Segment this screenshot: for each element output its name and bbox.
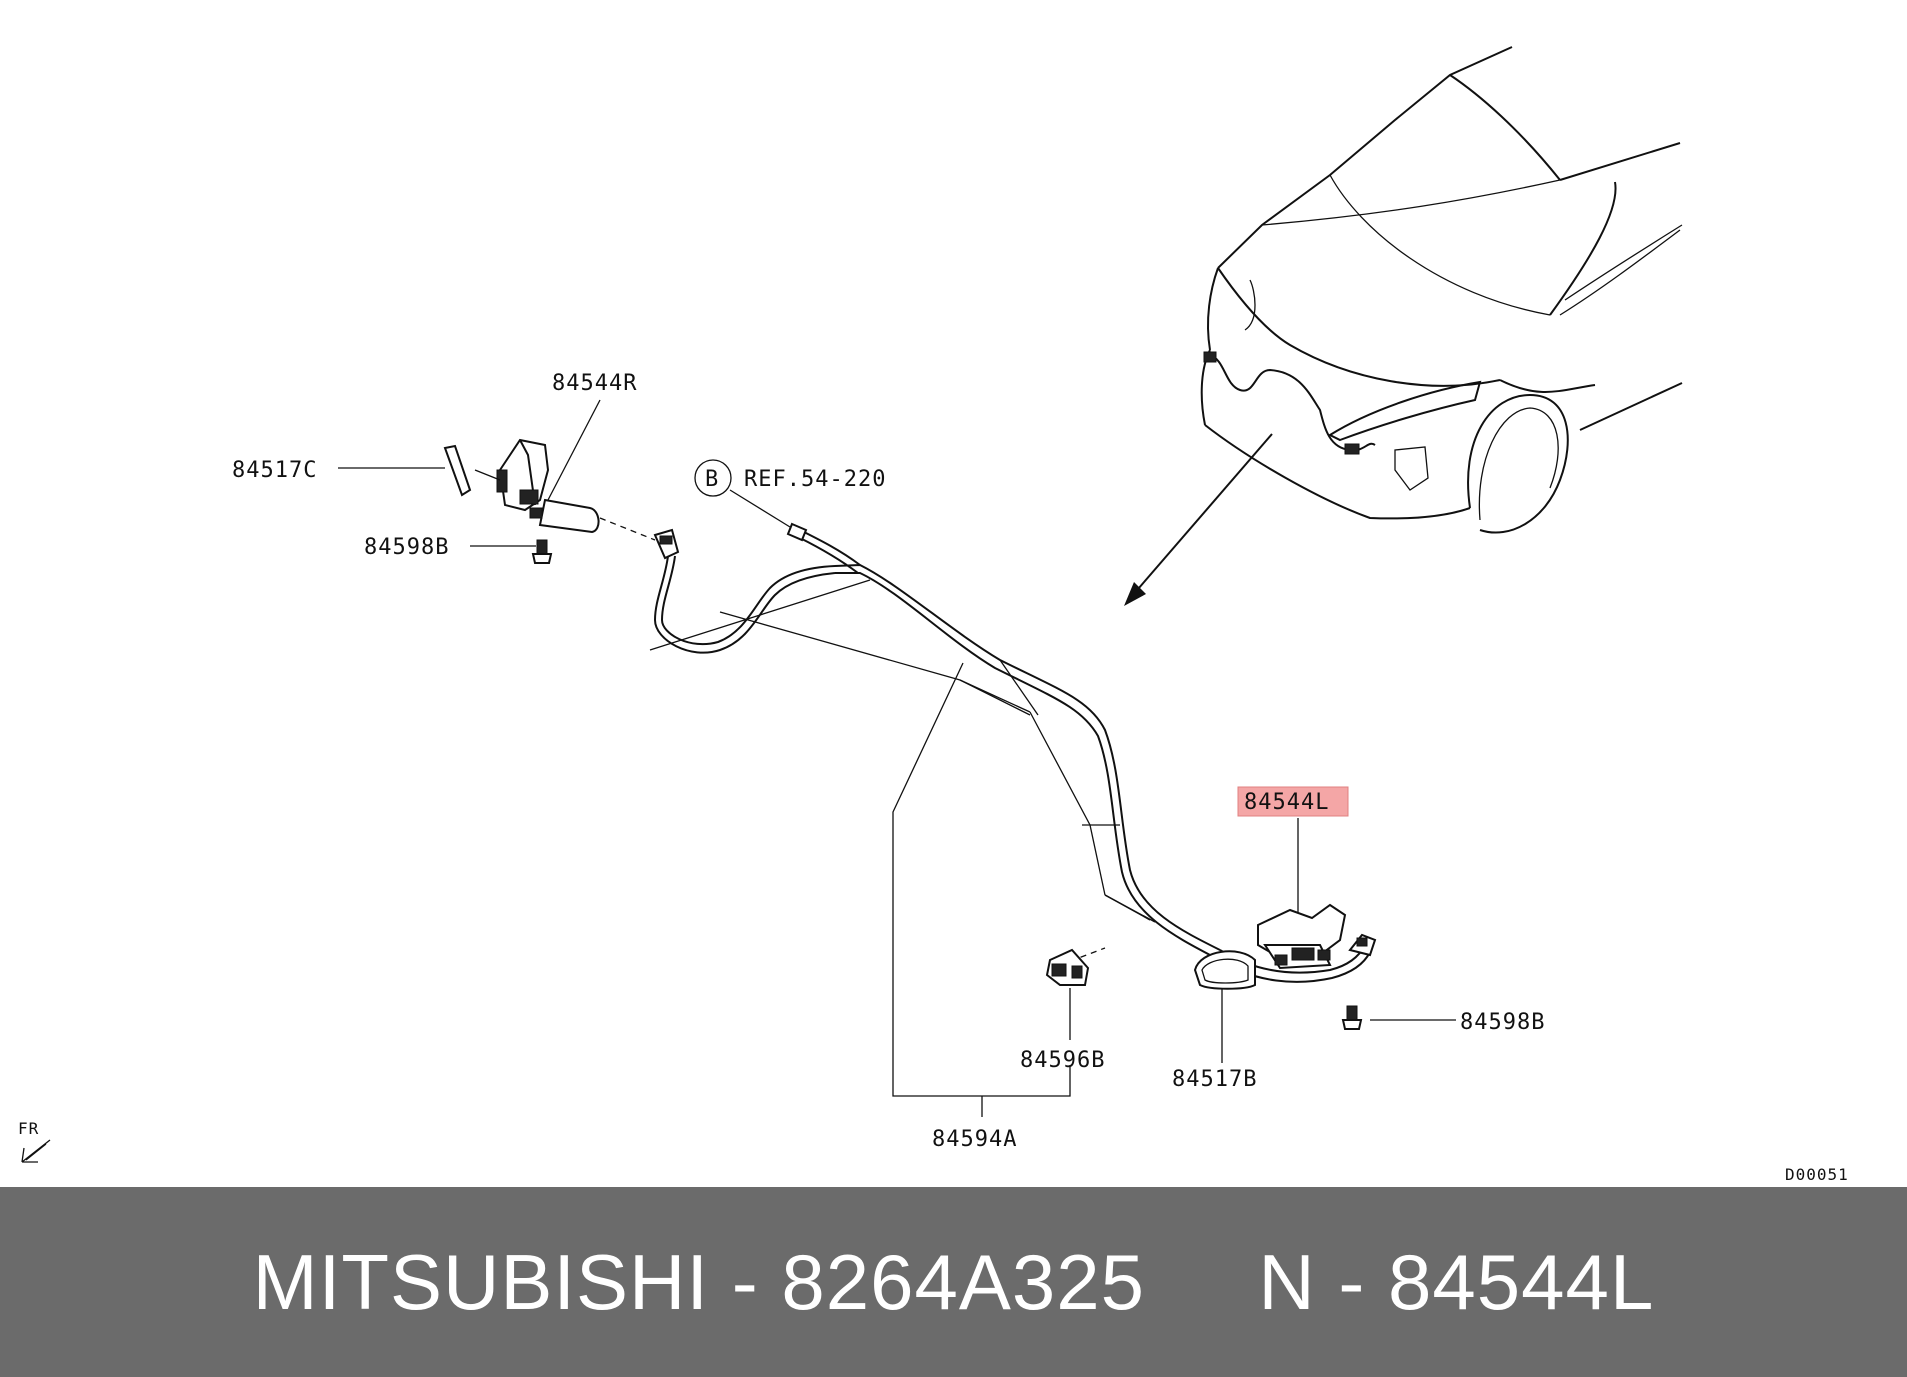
ref-b-callout: B REF.54-220 [694, 459, 886, 497]
leader-lines [338, 399, 1456, 1117]
highlight-box [1237, 786, 1349, 817]
hose-assembly [653, 522, 1371, 983]
fr-label: FR [18, 1119, 39, 1138]
label-84517c: 84517C [232, 458, 317, 483]
label-84517b: 84517B [1172, 1067, 1257, 1092]
label-84598b-right: 84598B [364, 535, 449, 560]
diagram-code: D00051 [1785, 1165, 1849, 1184]
footer-part-info: MITSUBISHI - 8264A325 N - 84544L [252, 1237, 1655, 1326]
parts-diagram: 84544R 84517C 84598B B REF.54-220 84544L… [18, 46, 1849, 1184]
bolt-left [1341, 1005, 1363, 1030]
car-outline [1200, 46, 1683, 534]
label-84594a: 84594A [932, 1127, 1017, 1152]
hose-routing-panel [649, 579, 1156, 966]
hose-clip [1045, 948, 1090, 986]
fr-arrow-icon [21, 1139, 51, 1163]
washer-nozzle-left [1257, 903, 1377, 970]
car-harness [1203, 351, 1376, 455]
label-84544l: 84544L [1244, 790, 1329, 815]
connector-right [599, 517, 680, 560]
bolt-right [531, 539, 553, 564]
label-84544l-highlighted: 84544L [1237, 786, 1349, 817]
footer-bar: MITSUBISHI - 8264A325 N - 84544L [0, 1187, 1907, 1377]
label-84544r: 84544R [552, 371, 637, 396]
ref-text: REF.54-220 [744, 467, 886, 492]
washer-cap-left [1193, 950, 1256, 990]
washer-nozzle-right [443, 438, 600, 534]
ref-circle-letter: B [705, 467, 719, 492]
label-84598b-left: 84598B [1460, 1010, 1545, 1035]
callout-arrow [1124, 433, 1273, 606]
front-direction-indicator: FR [18, 1119, 51, 1163]
label-84596b: 84596B [1020, 1048, 1105, 1073]
